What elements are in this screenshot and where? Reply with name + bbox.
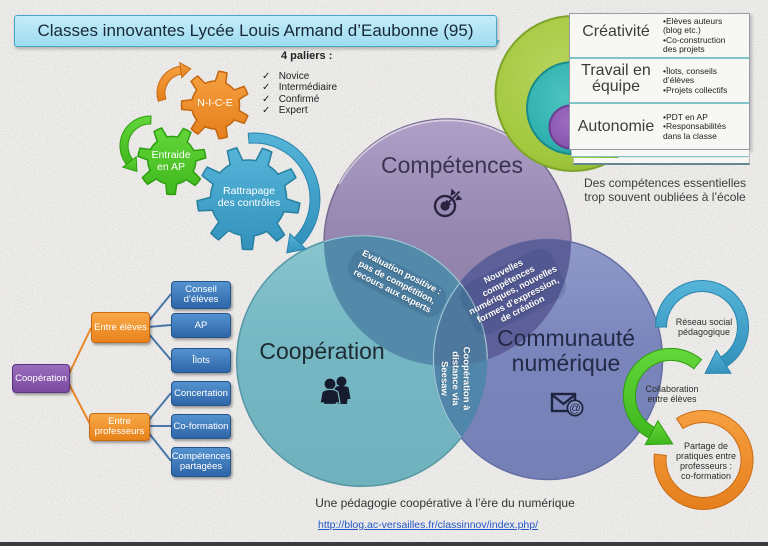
svg-text:@: @ <box>569 401 581 415</box>
